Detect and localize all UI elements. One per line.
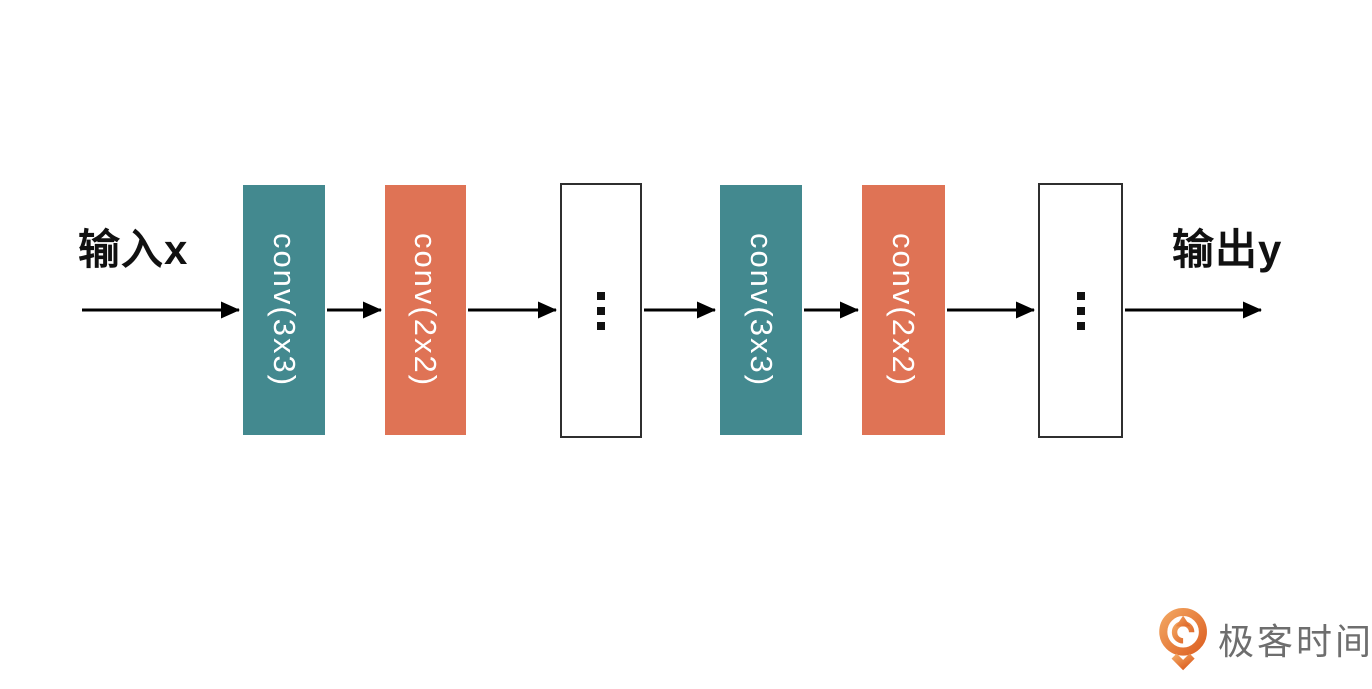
brand-name: 极客时间 [1218,621,1372,662]
input-label: 输入x [78,226,189,273]
vertical-ellipsis-icon [597,291,605,330]
vertical-ellipsis-icon [1076,291,1085,330]
conv3x3-box-2: conv(3x3) [720,185,802,435]
conv2x2-box-2: conv(2x2) [862,185,945,435]
ellipsis-box-2 [1038,183,1123,438]
conv2x2-box-1: conv(2x2) [385,185,466,435]
conv2x2-box-1-label: conv(2x2) [408,232,444,388]
brand-footer: 极客时间 [1157,607,1372,671]
conv2x2-box-2-label: conv(2x2) [886,232,922,388]
conv3x3-box-1-label: conv(3x3) [267,232,303,388]
ellipsis-box-1 [560,183,642,438]
conv3x3-box-1: conv(3x3) [243,185,325,435]
output-label: 输出y [1172,226,1283,273]
conv3x3-box-2-label: conv(3x3) [744,232,780,388]
geektime-logo-icon [1159,607,1207,671]
